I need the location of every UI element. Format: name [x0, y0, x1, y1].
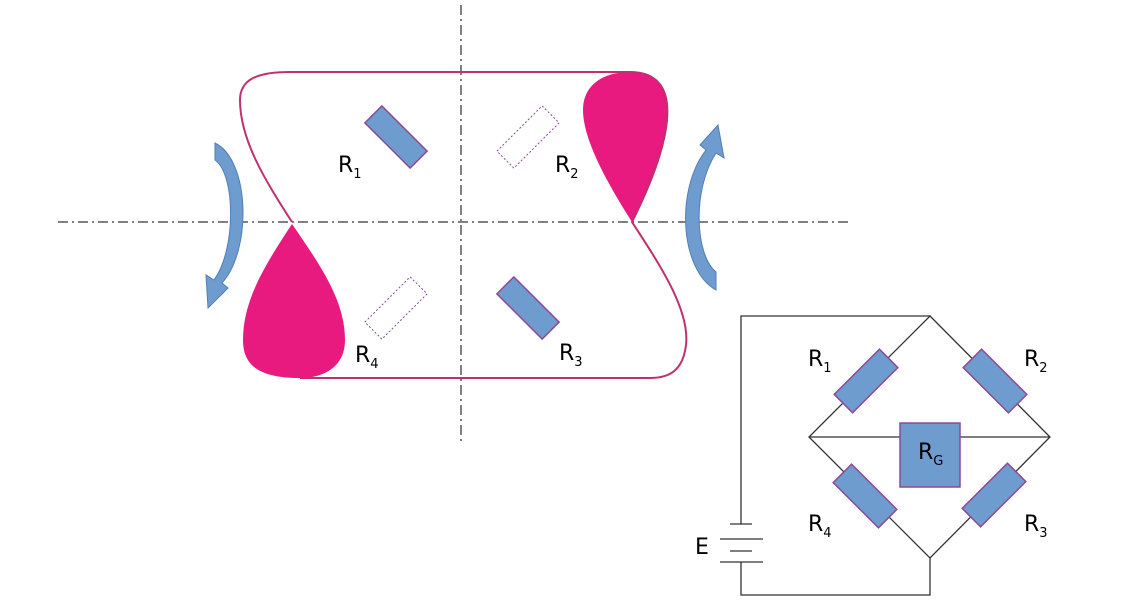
- gauge-r4-hidden: [364, 276, 428, 340]
- gauge-r1: [363, 104, 429, 170]
- bridge-wires: [740, 315, 1051, 596]
- bridge-label-r2: R2: [1024, 347, 1048, 376]
- bridge-resistor-r2: [962, 348, 1028, 414]
- left-rotation-arrow-icon: [205, 142, 244, 310]
- left-teardrop-region: [243, 224, 345, 378]
- bridge-resistor-r1: [833, 348, 899, 414]
- galvanometer-rg: [899, 422, 961, 488]
- bridge-resistor-r3: [961, 462, 1027, 528]
- label-r3: R3: [559, 341, 583, 370]
- label-source-e: E: [695, 535, 709, 560]
- gauge-r3: [495, 275, 561, 341]
- bridge-label-r1: R1: [808, 347, 832, 376]
- label-rg: RG: [918, 440, 943, 469]
- label-r1: R1: [338, 153, 362, 182]
- battery-icon: [720, 523, 763, 563]
- label-r4: R4: [355, 343, 379, 372]
- bridge-resistor-r4: [832, 463, 898, 529]
- gauge-r2-hidden: [496, 105, 560, 169]
- right-rotation-arrow-icon: [685, 123, 725, 291]
- bridge-label-r3: R3: [1024, 512, 1048, 541]
- bridge-label-r4: R4: [808, 512, 832, 541]
- twisted-element-outline: [238, 71, 688, 379]
- right-teardrop-region: [583, 72, 668, 222]
- label-r2: R2: [555, 153, 579, 182]
